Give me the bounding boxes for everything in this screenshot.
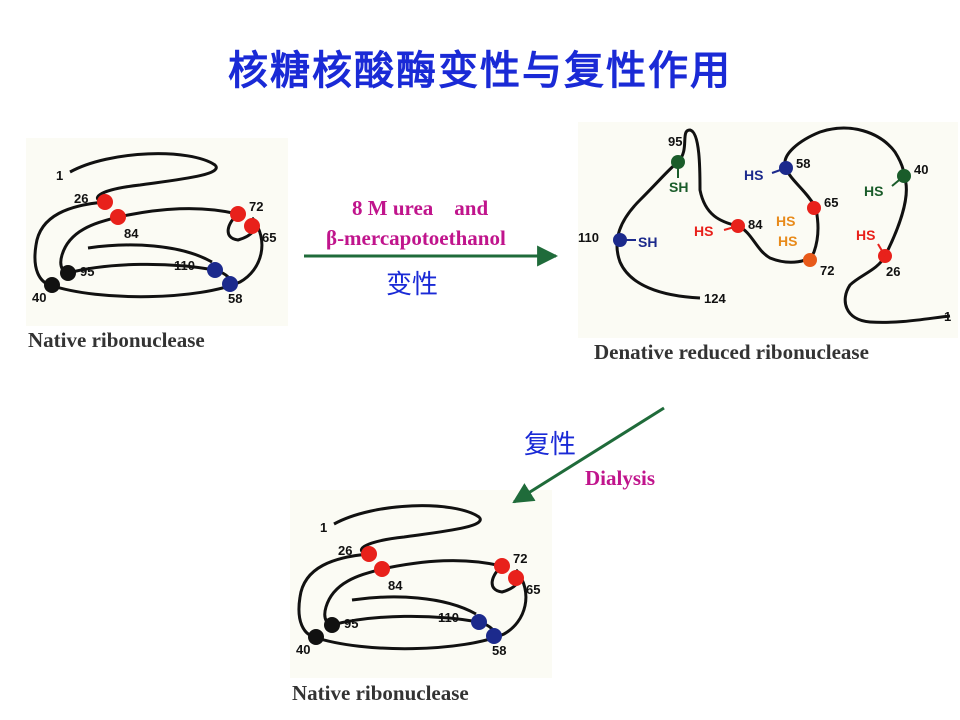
native-panel-top <box>26 138 288 326</box>
cys65-dot <box>807 201 821 215</box>
res-label: 110 <box>174 258 195 273</box>
cys26-dot <box>361 546 377 562</box>
native-structure-top: 1 26 84 72 65 110 95 40 58 <box>32 152 276 306</box>
res-label: 58 <box>796 156 810 171</box>
cys95-dot <box>324 617 340 633</box>
thiol-label: HS <box>864 183 883 199</box>
res-label: 84 <box>124 226 139 241</box>
cys84-dot <box>374 561 390 577</box>
cys58-dot <box>486 628 502 644</box>
res-label: 72 <box>820 263 834 278</box>
res-label: 124 <box>704 291 726 306</box>
thiol-label: HS <box>856 227 875 243</box>
native-caption-bottom: Native ribonuclease <box>292 681 469 705</box>
res-label: 72 <box>249 199 263 214</box>
res-label: 95 <box>344 616 358 631</box>
renature-arrow <box>512 406 665 504</box>
cys84-dot <box>110 209 126 225</box>
res-label: 110 <box>438 610 459 625</box>
res-label: 40 <box>296 642 310 657</box>
res-label: 26 <box>338 543 352 558</box>
cys58-dot <box>222 276 238 292</box>
res-label: 72 <box>513 551 527 566</box>
denature-label: 变性 <box>386 270 439 300</box>
native-structure-bottom: 1 26 84 72 65 110 95 40 58 <box>296 504 540 658</box>
thiol-label: HS <box>776 213 795 229</box>
res-label: 40 <box>914 162 928 177</box>
cys110-dot <box>471 614 487 630</box>
cys95-dot <box>671 155 685 169</box>
page-title: 核糖核酸酶变性与复性作用 <box>228 48 732 94</box>
dialysis-label: Dialysis <box>585 466 656 490</box>
thiol-label: HS <box>778 233 797 249</box>
thiol-label: SH <box>669 179 688 195</box>
native-caption-top: Native ribonuclease <box>28 328 205 352</box>
native-panel-bottom <box>290 490 552 678</box>
res-label: 58 <box>228 291 242 306</box>
res-label: 110 <box>578 230 599 245</box>
res-label: 95 <box>668 134 682 149</box>
res-label: 1 <box>56 168 63 183</box>
denatured-panel <box>578 122 958 338</box>
thiol-label: SH <box>638 234 657 250</box>
res-label: 26 <box>74 191 88 206</box>
denatured-caption: Denative reduced ribonuclease <box>594 340 869 364</box>
cys95-dot <box>60 265 76 281</box>
thiol-label: HS <box>694 223 713 239</box>
cys40-dot <box>308 629 324 645</box>
res-label: 1 <box>944 309 951 324</box>
cys26-dot <box>97 194 113 210</box>
cys110-dot <box>207 262 223 278</box>
reagent-line-1: 8 M urea and <box>352 196 489 220</box>
cys40-dot <box>44 277 60 293</box>
thiol-label: HS <box>744 167 763 183</box>
renature-label: 复性 <box>524 430 577 460</box>
res-label: 26 <box>886 264 900 279</box>
cys72-dot <box>230 206 246 222</box>
cys65-dot <box>244 218 260 234</box>
cys72-dot <box>803 253 817 267</box>
res-label: 65 <box>824 195 838 210</box>
res-label: 65 <box>262 230 276 245</box>
cys72-dot <box>494 558 510 574</box>
reagent-line-2: β-mercapotoethanol <box>326 226 506 250</box>
res-label: 95 <box>80 264 94 279</box>
res-label: 1 <box>320 520 327 535</box>
res-label: 65 <box>526 582 540 597</box>
denatured-structure: 95 58 40 65 84 110 72 26 124 1 SH HS HS … <box>578 126 951 324</box>
cys65-dot <box>508 570 524 586</box>
res-label: 84 <box>748 217 763 232</box>
res-label: 84 <box>388 578 403 593</box>
res-label: 58 <box>492 643 506 658</box>
res-label: 40 <box>32 290 46 305</box>
